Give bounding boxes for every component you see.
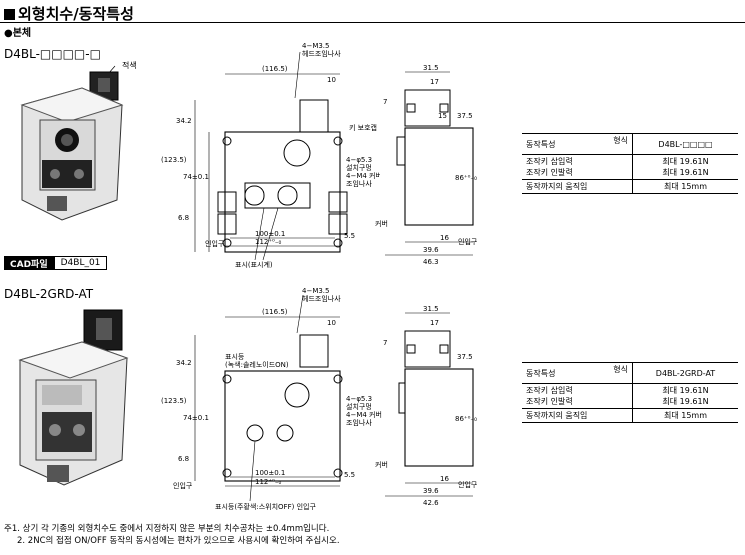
svg-text:31.5: 31.5 [423,64,439,72]
svg-text:표시등(녹색:솔레노이드ON): 표시등(녹색:솔레노이드ON) [225,353,289,369]
svg-text:인입구: 인입구 [458,480,478,489]
square-bullet-icon [4,9,15,20]
svg-text:31.5: 31.5 [423,305,439,313]
svg-text:커버: 커버 [375,460,388,469]
svg-text:인입구: 인입구 [173,481,193,490]
callout-line: 조임나사 [346,179,372,188]
side-view-drawing-1: 31.5 17 15 7 37.5 86⁺⁰₋₀ 커버 16 39.6 46.3… [375,64,478,266]
svg-text:인입구: 인입구 [458,237,478,246]
table-row: 조작키 삽입력 조작키 인발력 최대 19.61N 최대 19.61N [522,154,738,180]
model-name-1: D4BL-□□□□-□ [4,47,101,61]
model-name-2: D4BL-2GRD-AT [4,287,94,301]
svg-text:37.5: 37.5 [457,112,473,120]
footnotes: 주1. 상기 각 기종의 외형치수도 중에서 지정하지 않은 부분의 치수공차는… [4,523,340,547]
svg-text:17: 17 [430,78,439,86]
callout-line: 설치구멍 [346,402,372,411]
svg-text:42.6: 42.6 [423,499,439,507]
svg-text:5.5: 5.5 [344,232,355,240]
key-guide-label-1: 키 보호캡 [349,124,377,132]
callout-line: 헤드조임나사 [302,294,341,303]
cad-file-badge[interactable]: CAD파일 D4BL_01 [4,256,108,270]
product-photo-1: 적색 [20,60,137,221]
svg-text:(116.5): (116.5) [262,65,288,73]
svg-text:15: 15 [438,112,447,120]
svg-text:(123.5): (123.5) [161,397,187,405]
svg-text:표시등(주황색:스위치OFF) 인입구: 표시등(주황색:스위치OFF) 인입구 [215,502,316,511]
svg-text:16: 16 [440,234,449,242]
svg-text:86⁺⁰₋₀: 86⁺⁰₋₀ [455,415,477,423]
footnote-2: 2. 2NC의 접점 ON/OFF 동작의 동시성에는 편차가 있으므로 사용시… [17,536,340,546]
svg-text:34.2: 34.2 [176,359,192,367]
svg-text:37.5: 37.5 [457,353,473,361]
table-row: 조작키 삽입력 조작키 인발력 최대 19.61N 최대 19.61N [522,383,738,409]
svg-text:(123.5): (123.5) [161,156,187,164]
svg-text:7: 7 [383,339,387,347]
callout-line: 설치구멍 [346,163,372,172]
title-rule [0,22,745,23]
svg-text:16: 16 [440,475,449,483]
cad-file-name[interactable]: D4BL_01 [53,256,108,270]
svg-text:표시(표시계): 표시(표시계) [235,260,273,269]
svg-text:커버: 커버 [375,219,388,228]
svg-text:100±0.1: 100±0.1 [255,469,285,477]
svg-text:(116.5): (116.5) [262,308,288,316]
svg-text:10: 10 [327,319,336,327]
callout-line: 4−M4 커버 [346,410,382,419]
svg-text:7: 7 [383,98,387,106]
svg-text:5.5: 5.5 [344,471,355,479]
callout-line: 헤드조임나사 [302,49,341,58]
svg-text:100±0.1: 100±0.1 [255,230,285,238]
page-title: 외형치수/동작특성 [4,3,134,24]
product-photo-2 [18,309,129,486]
callout-line: 조임나사 [346,418,372,427]
svg-text:46.3: 46.3 [423,258,439,266]
callout-line: 4−M4 커버 [346,171,380,180]
svg-text:39.6: 39.6 [423,246,439,254]
svg-text:17: 17 [430,319,439,327]
svg-text:인입구: 인입구 [205,239,225,248]
table-row: 동작까지의 움직임 최대 15mm [522,179,738,194]
svg-text:86⁺⁰₋₀: 86⁺⁰₋₀ [455,174,477,182]
svg-text:적색: 적색 [122,60,137,70]
footnote-1: 주1. 상기 각 기종의 외형치수도 중에서 지정하지 않은 부분의 치수공차는… [4,524,330,534]
svg-text:34.2: 34.2 [176,117,192,125]
svg-text:10: 10 [327,76,336,84]
svg-text:112⁺⁰₋₀: 112⁺⁰₋₀ [255,478,282,486]
side-view-drawing-2: 31.5 17 7 37.5 86⁺⁰₋₀ 커버 16 39.6 42.6 인입… [375,305,478,507]
svg-text:6.8: 6.8 [178,455,189,463]
table-row: 동작까지의 움직임 최대 15mm [522,408,738,423]
svg-text:39.6: 39.6 [423,487,439,495]
section-subtitle: ●본체 [4,28,32,39]
svg-text:6.8: 6.8 [178,214,189,222]
svg-text:74±0.1: 74±0.1 [183,173,209,181]
callout-line: (녹색:솔레노이드ON) [225,360,289,369]
svg-text:74±0.1: 74±0.1 [183,414,209,422]
